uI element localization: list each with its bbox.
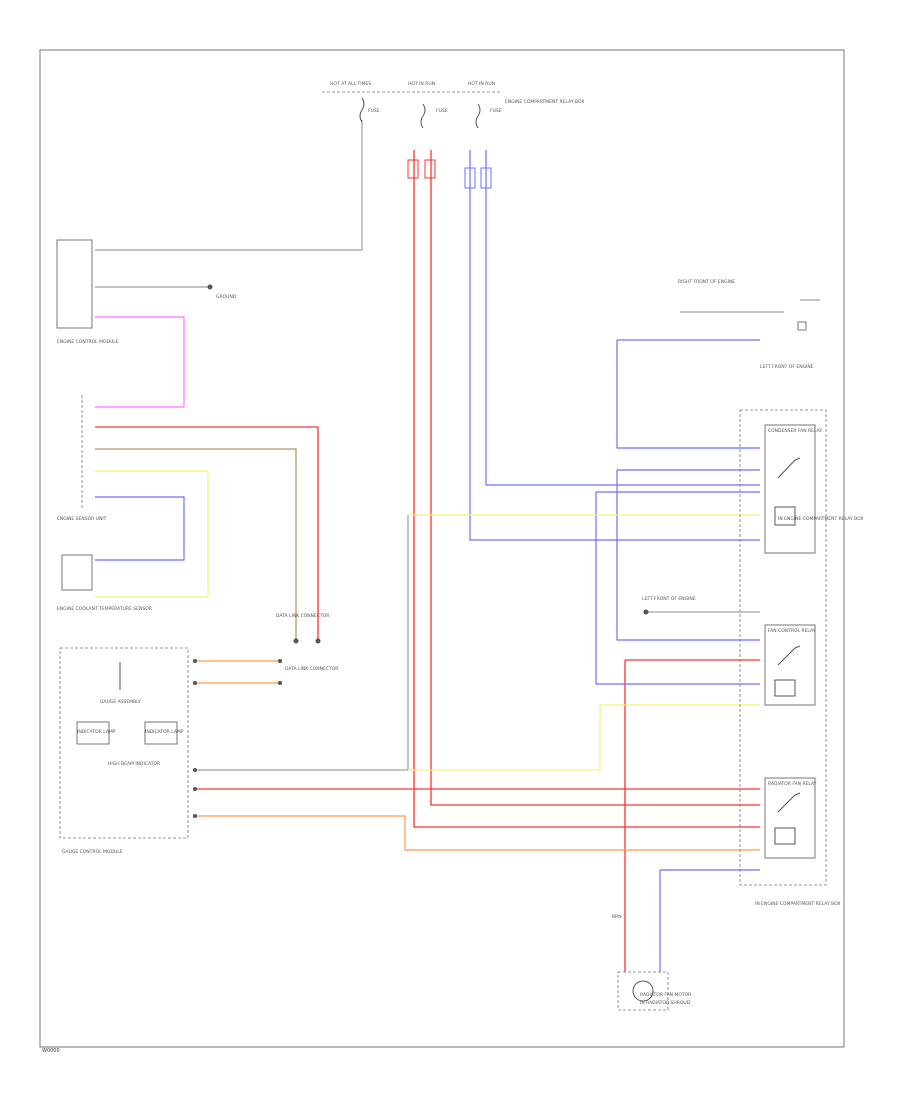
gauge-assembly-boundary — [59, 647, 189, 839]
gauge-assembly-label: GAUGE ASSEMBLY — [100, 699, 141, 705]
gauge-module-label: GAUGE CONTROL MODULE — [62, 849, 123, 855]
relay-1-coil-label: IN ENGINE COMPARTMENT RELAY BOX — [778, 516, 864, 522]
ground-icon — [207, 284, 213, 290]
gauge-pin-2 — [193, 787, 197, 791]
fuse-hot-label-1: HOT AT ALL TIMES — [330, 81, 371, 87]
connector-pin-a — [193, 659, 197, 663]
data-link-note: DATA LINK CONNECTOR — [285, 666, 338, 672]
wire-pink — [95, 316, 185, 408]
connector-red-2 — [424, 159, 436, 179]
fan-motor-label: RADIATOR FAN MOTOR — [640, 992, 691, 998]
connector-blue-1 — [464, 167, 476, 189]
relay-3-switch-icon — [777, 792, 801, 813]
fuse-1-label: FUSE — [368, 108, 380, 114]
relay-1-label: CONDENSER FAN RELAY — [768, 428, 822, 434]
relay-2-switch-icon — [777, 645, 801, 666]
wire-blue — [95, 150, 760, 972]
ecm-label: ENGINE CONTROL MODULE — [57, 339, 119, 345]
wire-black — [95, 120, 820, 771]
wire-brown — [95, 448, 297, 640]
fuse-3-label: FUSE — [490, 108, 502, 114]
fan-motor-icon — [632, 980, 654, 1002]
left-rear-label: LEFT FRONT OF ENGINE — [760, 364, 814, 370]
gauge-pin-3 — [193, 814, 197, 818]
connector-pin-c — [278, 659, 282, 663]
indicator-lamp-right — [144, 721, 178, 745]
relay-2-coil-icon — [774, 679, 796, 697]
fuse-hot-label-2: HOT IN RUN — [408, 81, 435, 87]
wire-yellow — [95, 470, 760, 771]
coolant-sensor-label: ENGINE COOLANT TEMPERATURE SENSOR — [57, 606, 152, 612]
engine-control-module-box — [56, 239, 93, 329]
relay-2-label: FAN CONTROL RELAY — [768, 628, 816, 634]
right-top-connector — [797, 321, 807, 331]
left-front-label: LEFT FRONT OF ENGINE — [642, 596, 696, 602]
fuse-1-icon — [359, 97, 365, 123]
data-link-label: DATA LINK CONNECTOR — [276, 613, 329, 619]
coolant-sensor-box — [61, 554, 93, 591]
data-link-pin-2 — [315, 638, 321, 644]
fuse-2-label: FUSE — [436, 108, 448, 114]
connector-blue-2 — [480, 167, 492, 189]
diagram-footer-code: W0000 — [42, 1048, 60, 1054]
condenser-fan-relay-box — [764, 424, 816, 554]
connector-pin-d — [278, 681, 282, 685]
relay-1-switch-icon — [777, 457, 801, 479]
fan-motor-boundary — [617, 971, 669, 1011]
relay-3-label: RADIATOR FAN RELAY — [768, 781, 817, 787]
fan-motor-sub-label: IN RADIATOR SHROUD — [640, 1000, 691, 1006]
relay-box-boundary — [739, 409, 827, 886]
fan-control-relay-box — [764, 624, 816, 706]
relay-1-coil-icon — [774, 506, 796, 526]
ecu-sensor-label: ENGINE SENSOR UNIT — [57, 516, 107, 522]
fuse-2-icon — [420, 103, 426, 129]
wires — [95, 120, 820, 972]
gauge-sub-label: HIGH BEAM INDICATOR — [108, 761, 160, 767]
left-front-ground-icon — [643, 609, 649, 615]
diagram-border — [39, 49, 845, 1048]
right-top-label: RIGHT FRONT OF ENGINE — [678, 279, 735, 285]
connector-red-1 — [407, 159, 419, 179]
relay-3-sub-label: IN ENGINE COMPARTMENT RELAY BOX — [755, 901, 841, 907]
radiator-fan-relay-box — [764, 777, 816, 859]
wire-orange — [195, 660, 760, 851]
ground-label: GROUND — [216, 294, 237, 300]
wire-red — [95, 150, 760, 972]
fuse-box-label: ENGINE COMPARTMENT RELAY BOX — [505, 99, 584, 105]
data-link-pin-1 — [293, 638, 299, 644]
gauge-pin-1 — [193, 768, 197, 772]
fuse-3-icon — [475, 103, 481, 129]
fuse-hot-label-3: HOT IN RUN — [468, 81, 495, 87]
indicator-lamp-left-label: INDICATOR LAMP — [77, 729, 116, 735]
indicator-lamp-right-label: INDICATOR LAMP — [145, 729, 184, 735]
indicator-lamp-left — [76, 721, 110, 745]
fan-motor-wire-label: BRN — [612, 914, 622, 920]
connector-pin-b — [193, 681, 197, 685]
relay-3-coil-icon — [774, 827, 796, 845]
